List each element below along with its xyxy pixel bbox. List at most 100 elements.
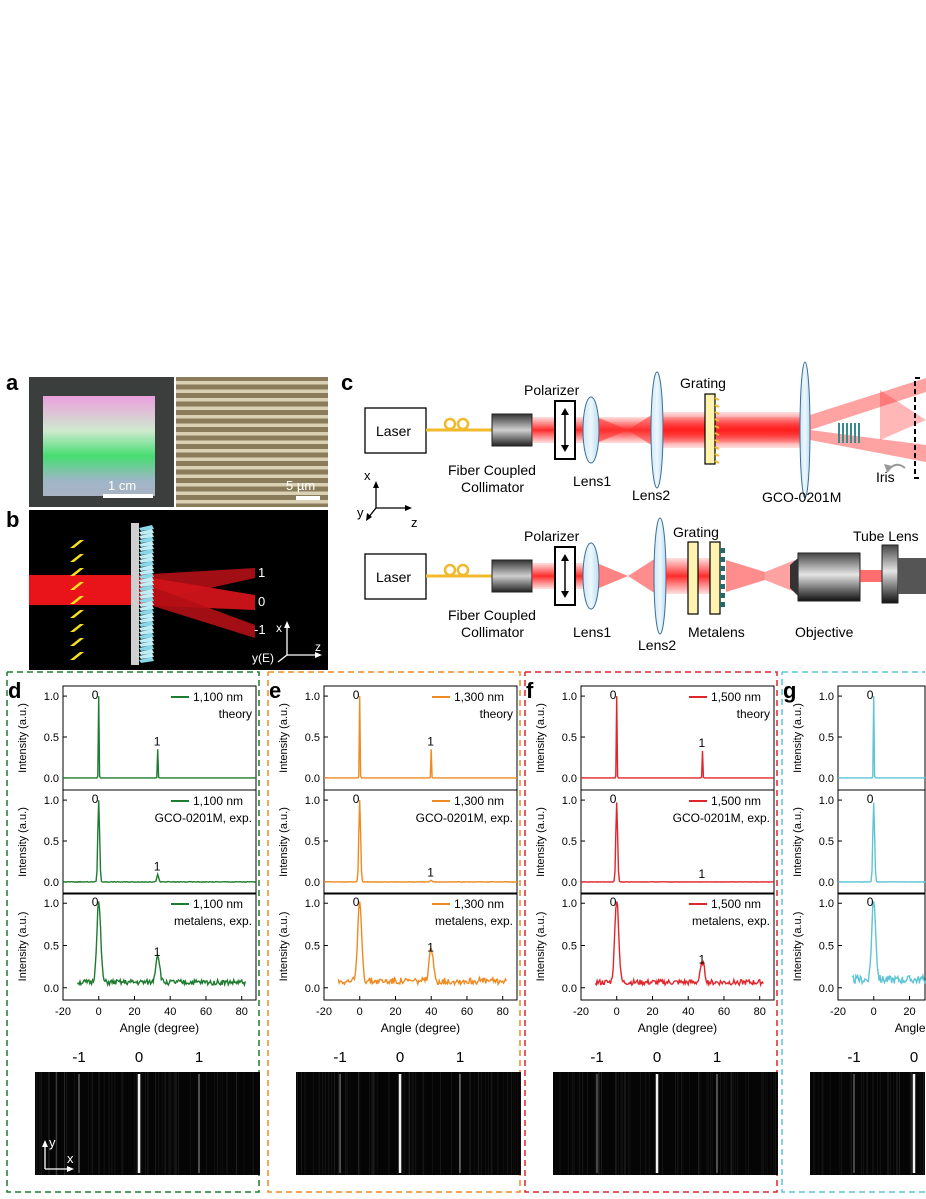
y-tick-label: 0.0 bbox=[562, 983, 577, 995]
y-tick-label: 1.0 bbox=[562, 898, 577, 910]
laser-label-bottom: Laser bbox=[376, 569, 411, 585]
img-axis-y: y bbox=[49, 1135, 56, 1150]
x-tick-label: -20 bbox=[55, 1006, 71, 1018]
lens2-label-top: Lens2 bbox=[632, 487, 670, 503]
peak-label-1: 1 bbox=[699, 736, 706, 750]
peak-label-0: 0 bbox=[610, 895, 617, 909]
grating-bottom bbox=[687, 541, 699, 615]
panel-label-d: d bbox=[8, 678, 21, 703]
order-label-p1: 1 bbox=[456, 1049, 464, 1066]
axis-z-b: z bbox=[315, 640, 321, 654]
x-tick-label: 20 bbox=[389, 1006, 401, 1018]
y-tick-label: 1.0 bbox=[819, 795, 834, 807]
series-line-e-1 bbox=[323, 800, 517, 883]
order-label-p1: 1 bbox=[195, 1049, 203, 1066]
x-tick-label: 80 bbox=[754, 1006, 766, 1018]
iris-label: Iris bbox=[876, 469, 895, 485]
y-tick-label: 0.5 bbox=[562, 941, 577, 953]
panel-border-f bbox=[524, 671, 778, 1193]
y-axis-label: Intensity (a.u.) bbox=[278, 807, 290, 877]
plot-frame bbox=[837, 892, 926, 1001]
y-tick-label: 1.0 bbox=[305, 898, 320, 910]
plot-frame bbox=[62, 892, 257, 1001]
panel-label-g: g bbox=[783, 678, 796, 703]
legend-wavelength: 1,300 nm bbox=[454, 690, 504, 704]
series-line-f-2 bbox=[594, 901, 764, 988]
legend-label: theory bbox=[219, 707, 252, 721]
panel-border-g bbox=[781, 671, 925, 1193]
grating-label-top: Grating bbox=[680, 375, 726, 391]
plot-frame bbox=[323, 892, 518, 1001]
legend-label: GCO-0201M, exp. bbox=[673, 811, 770, 825]
peak-label-0: 0 bbox=[610, 792, 617, 806]
x-axis-label: Angle (degree) bbox=[895, 1021, 926, 1035]
axis-x-c: x bbox=[364, 468, 371, 483]
axis-y-c: y bbox=[357, 505, 364, 520]
y-axis-label: Intensity (a.u.) bbox=[278, 912, 290, 982]
y-tick-label: 1.0 bbox=[305, 795, 320, 807]
scale-label-um: 5 µm bbox=[286, 478, 315, 493]
peak-label-1: 1 bbox=[427, 865, 434, 879]
y-axis-label: Intensity (a.u.) bbox=[17, 807, 29, 877]
legend-wavelength: 1,100 nm bbox=[193, 897, 243, 911]
collimator-top bbox=[491, 413, 533, 447]
y-tick-label: 0.0 bbox=[44, 877, 59, 889]
y-tick-label: 0.5 bbox=[819, 836, 834, 848]
diffraction-schematic: 1 0 -1 x z y(E) bbox=[29, 510, 328, 670]
lens2-label-bottom: Lens2 bbox=[638, 637, 676, 653]
y-axis-label: Intensity (a.u.) bbox=[535, 807, 547, 877]
legend-wavelength: 1,500 nm bbox=[711, 897, 761, 911]
y-tick-label: 1.0 bbox=[305, 691, 320, 703]
series-line-d-2 bbox=[76, 901, 246, 988]
peak-label-0: 0 bbox=[610, 688, 617, 702]
y-tick-label: 1.0 bbox=[44, 898, 59, 910]
series-line-d-0 bbox=[63, 696, 256, 779]
y-tick-label: 1.0 bbox=[562, 795, 577, 807]
laser-label-top: Laser bbox=[376, 423, 411, 439]
panel-label-f: f bbox=[526, 678, 534, 703]
series-line-g-0 bbox=[838, 696, 926, 779]
lens2-bottom bbox=[653, 517, 667, 635]
y-axis-label: Intensity (a.u.) bbox=[792, 912, 804, 982]
panel-d: d 0.0 0.5 1.0 Intensity (a.u.) 0 1 1,100 nm theo… bbox=[6, 671, 260, 1193]
x-tick-label: -20 bbox=[316, 1006, 332, 1018]
x-tick-label: 0 bbox=[871, 1006, 877, 1018]
x-tick-label: 40 bbox=[164, 1006, 176, 1018]
x-tick-label: 20 bbox=[128, 1006, 140, 1018]
y-tick-label: 0.5 bbox=[819, 941, 834, 953]
tube-lens bbox=[881, 544, 899, 604]
lens1-bottom bbox=[582, 542, 600, 610]
y-tick-label: 0.0 bbox=[819, 877, 834, 889]
order-label-m1: -1 bbox=[254, 622, 266, 637]
objective-label: Objective bbox=[795, 624, 854, 640]
panel-label-b: b bbox=[6, 507, 19, 532]
img-axis-x: x bbox=[67, 1151, 74, 1166]
series-line-e-2 bbox=[337, 901, 507, 987]
setup-bottom: Laser Fiber Coupled Collimator Polarizer… bbox=[364, 517, 926, 653]
legend-wavelength: 1,300 nm bbox=[454, 794, 504, 808]
lens-gco bbox=[799, 361, 811, 499]
grating-label-bottom: Grating bbox=[673, 524, 719, 540]
x-tick-label: 20 bbox=[646, 1006, 658, 1018]
x-axis-label: Angle (degree) bbox=[638, 1021, 717, 1035]
panel-label-e: e bbox=[269, 678, 281, 703]
x-tick-label: 20 bbox=[903, 1006, 915, 1018]
y-tick-label: 0.0 bbox=[44, 983, 59, 995]
collimator-bottom bbox=[491, 559, 533, 593]
order-label-m1: -1 bbox=[72, 1049, 85, 1066]
y-tick-label: 0.0 bbox=[819, 773, 834, 785]
order-label-m1: -1 bbox=[333, 1049, 346, 1066]
metalens-label: Metalens bbox=[688, 624, 745, 640]
legend-label: theory bbox=[737, 707, 770, 721]
metalens-bottom bbox=[709, 541, 721, 615]
x-tick-label: 0 bbox=[96, 1006, 102, 1018]
y-tick-label: 0.5 bbox=[44, 836, 59, 848]
plot-frame bbox=[580, 892, 775, 1001]
